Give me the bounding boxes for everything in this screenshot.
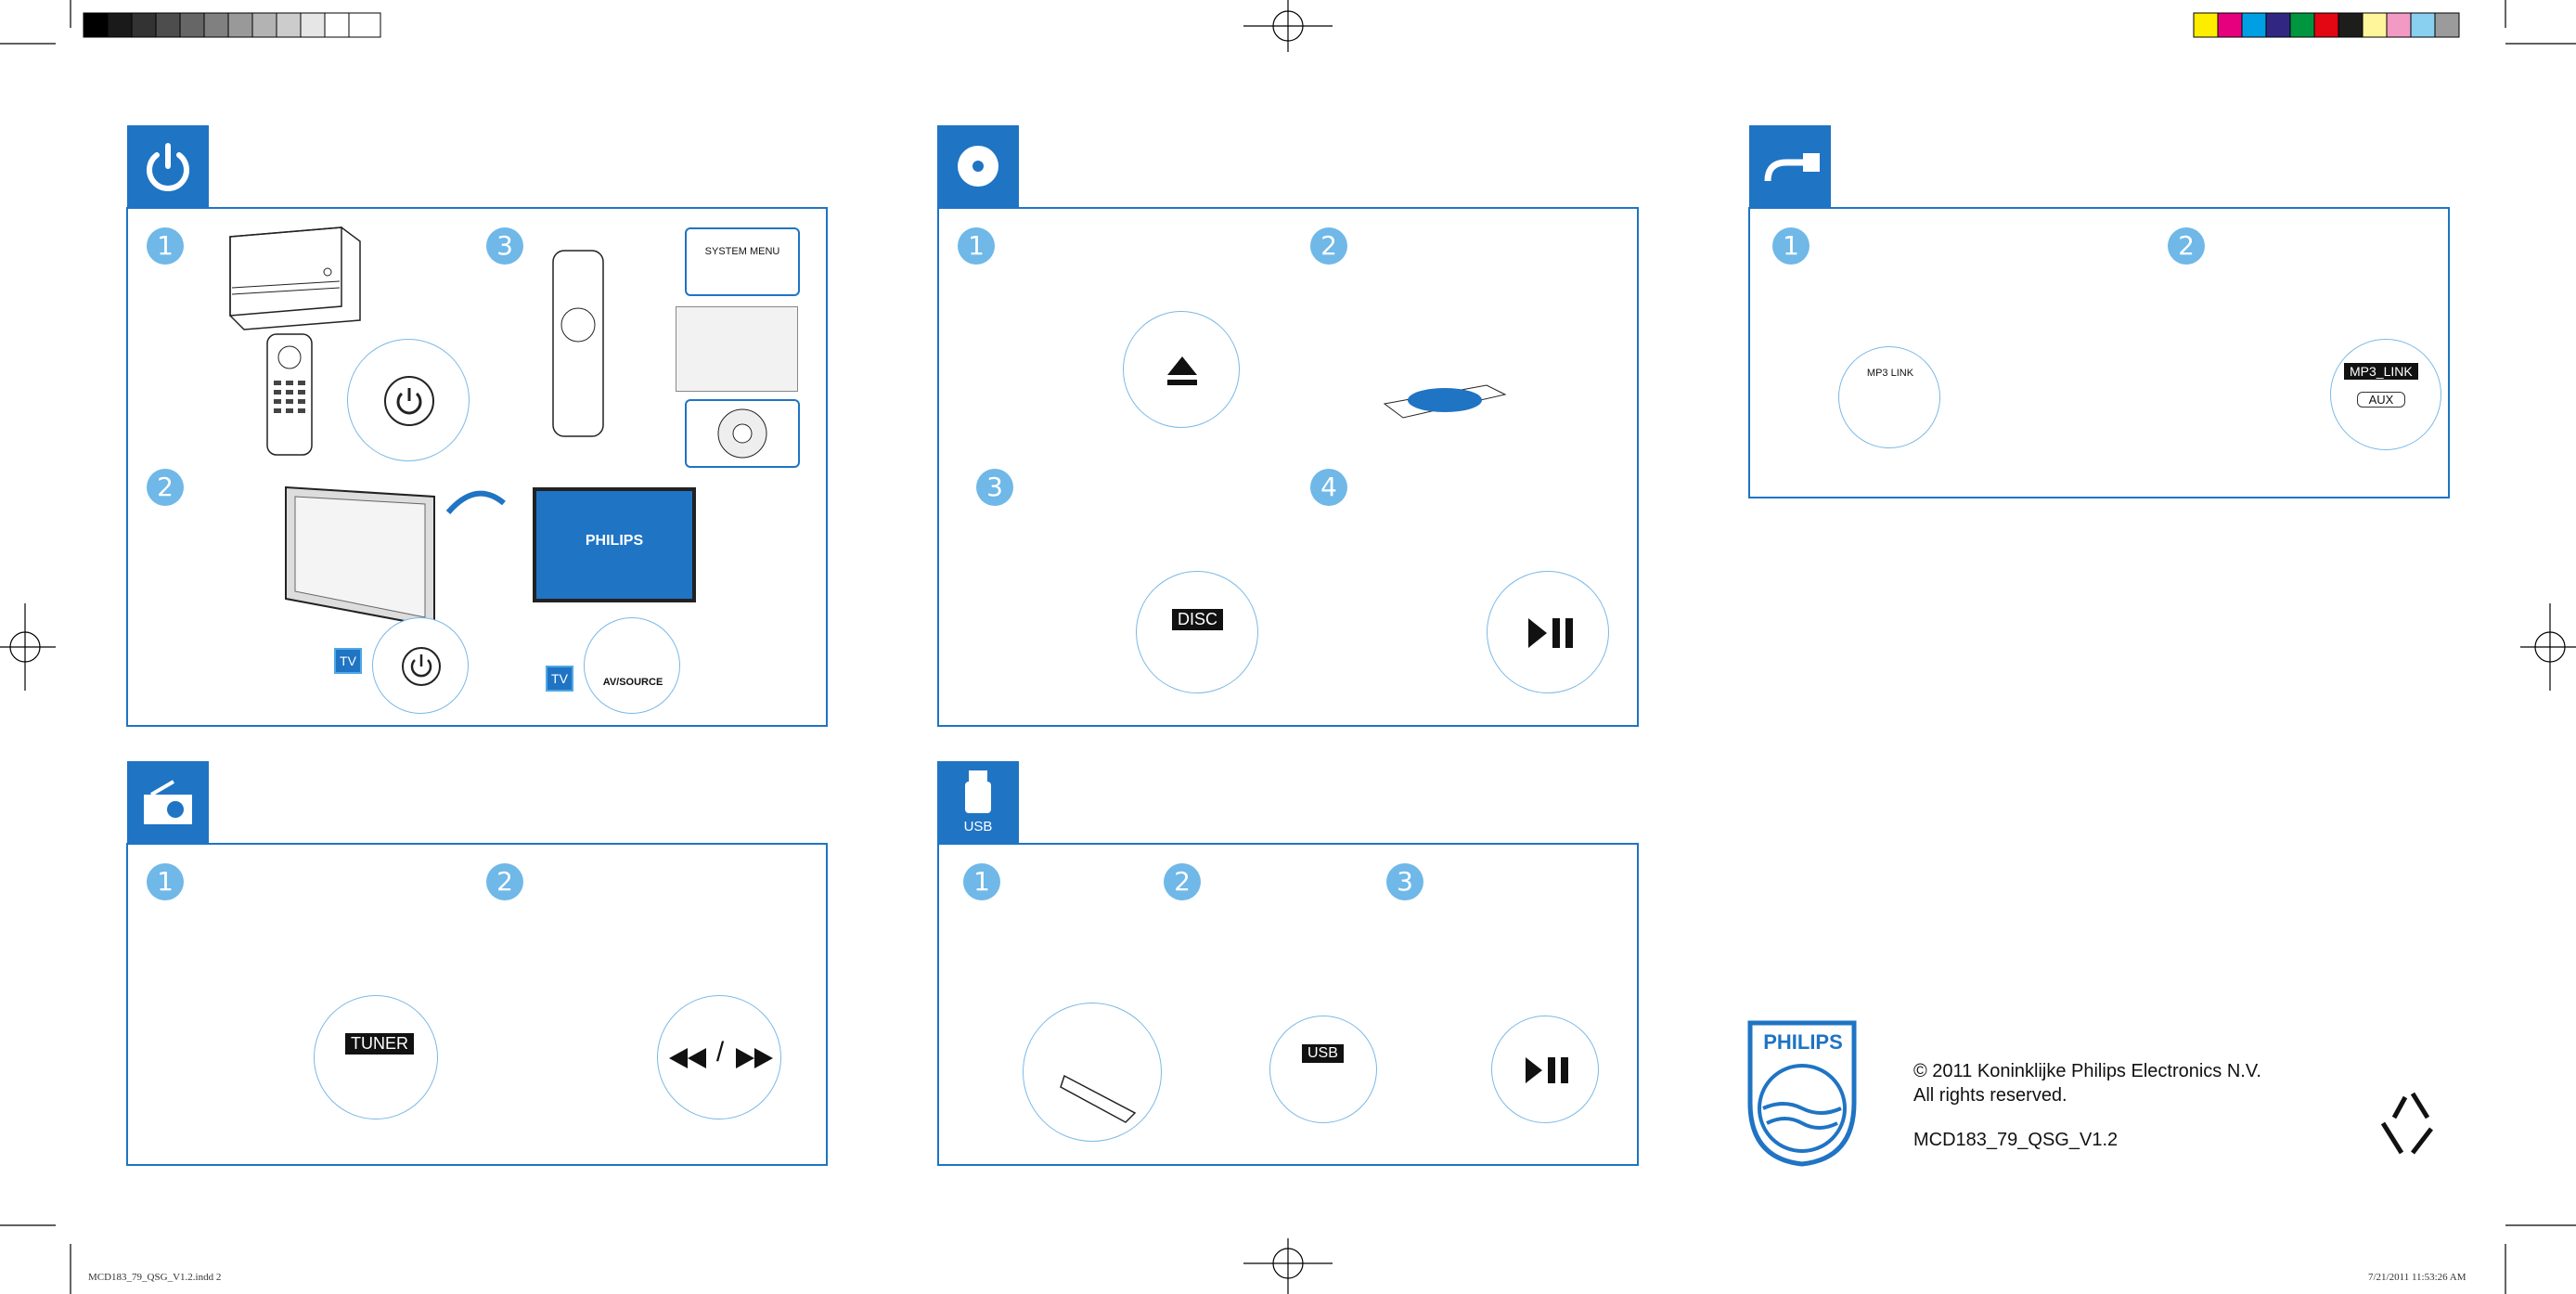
usb-panel: 1 2 3 USB bbox=[937, 843, 1639, 1166]
nav-pad-icon bbox=[717, 408, 767, 459]
philips-logo-text: PHILIPS bbox=[1763, 1030, 1843, 1054]
color-swatch bbox=[2338, 12, 2363, 38]
mp3-link-button-label: MP3_LINK bbox=[2344, 363, 2418, 380]
power-tab bbox=[127, 125, 209, 207]
usb-stick-icon bbox=[965, 770, 991, 813]
step-1-badge: 1 bbox=[963, 863, 1000, 900]
philips-shield-logo bbox=[1747, 1020, 1857, 1167]
tuner-panel: 1 2 TUNER / bbox=[126, 843, 828, 1166]
aux-panel: 1 2 MP3 LINK MP3_LINK AUX bbox=[1748, 207, 2450, 498]
tuner-tab bbox=[127, 761, 209, 843]
color-swatch bbox=[2434, 12, 2460, 38]
tv-off bbox=[285, 485, 435, 628]
disc-callout: DISC bbox=[1136, 571, 1258, 693]
power-button-icon bbox=[384, 376, 434, 426]
step-3-badge: 3 bbox=[976, 469, 1013, 506]
micro-system-unit bbox=[229, 226, 361, 330]
play-pause-icon bbox=[1528, 618, 1573, 648]
power-button-icon bbox=[402, 647, 441, 686]
color-swatch bbox=[2410, 12, 2436, 38]
usb-insert-callout bbox=[1023, 1003, 1162, 1142]
color-swatch bbox=[2193, 12, 2219, 38]
system-menu-label: SYSTEM MENU bbox=[704, 246, 780, 257]
tuner-callout: TUNER bbox=[314, 995, 438, 1119]
tv-menu-screen bbox=[676, 306, 798, 392]
step-2-badge: 2 bbox=[147, 469, 184, 506]
step-1-badge: 1 bbox=[147, 863, 184, 900]
tuner-label: TUNER bbox=[345, 1033, 414, 1055]
play-pause-callout bbox=[1487, 571, 1609, 693]
disc-tab bbox=[937, 125, 1019, 207]
usb-tab: USB bbox=[937, 761, 1019, 843]
step-2-badge: 2 bbox=[486, 863, 523, 900]
mp3-link-port-label: MP3 LINK bbox=[1866, 368, 1914, 379]
power-panel: 1 2 3 SYSTEM MENU bbox=[126, 207, 828, 727]
eject-callout bbox=[1123, 311, 1240, 428]
tv-on-screen: PHILIPS bbox=[533, 487, 696, 602]
tv-badge: TV bbox=[334, 648, 362, 674]
step-4-badge: 4 bbox=[1310, 469, 1347, 506]
cable-icon bbox=[1764, 153, 1820, 182]
skip-callout: / bbox=[657, 995, 781, 1119]
skip-separator: / bbox=[715, 1037, 725, 1068]
play-pause-callout bbox=[1491, 1016, 1599, 1123]
color-swatch bbox=[2241, 12, 2267, 38]
eject-icon bbox=[1167, 356, 1197, 385]
color-swatch bbox=[2362, 12, 2388, 38]
disc-icon bbox=[958, 146, 998, 187]
mp3-link-port-callout: MP3 LINK bbox=[1838, 346, 1940, 448]
step-3-badge: 3 bbox=[1386, 863, 1423, 900]
system-menu-box: SYSTEM MENU bbox=[685, 227, 800, 296]
radio-icon bbox=[144, 780, 192, 824]
disc-label: DISC bbox=[1172, 609, 1224, 630]
power-button-callout bbox=[347, 339, 470, 461]
av-source-callout: AV/SOURCE bbox=[584, 617, 680, 714]
tv-power-callout bbox=[372, 617, 469, 714]
color-swatch bbox=[2217, 12, 2243, 38]
step-2-badge: 2 bbox=[1310, 227, 1347, 265]
slug-filename: MCD183_79_QSG_V1.2.indd 2 bbox=[88, 1272, 222, 1283]
mp3-link-tab bbox=[1749, 125, 1831, 207]
arrow-icon bbox=[445, 490, 506, 514]
usb-drive-icon bbox=[1060, 1074, 1137, 1123]
navigation-pad-box bbox=[685, 399, 800, 468]
step-2-badge: 2 bbox=[2168, 227, 2205, 265]
step-1-badge: 1 bbox=[1772, 227, 1810, 265]
remote-control bbox=[266, 333, 313, 456]
color-swatch bbox=[2386, 12, 2412, 38]
av-source-label: AV/SOURCE bbox=[602, 677, 663, 688]
disc-tray-icon bbox=[1383, 384, 1507, 419]
color-swatch bbox=[2289, 12, 2315, 38]
aux-callout: MP3_LINK AUX bbox=[2330, 339, 2441, 450]
usb-tab-label: USB bbox=[963, 819, 993, 835]
copyright-line-1: © 2011 Koninklijke Philips Electronics N… bbox=[1913, 1061, 2261, 1081]
aux-button-label: AUX bbox=[2357, 392, 2405, 408]
step-1-badge: 1 bbox=[147, 227, 184, 265]
step-1-badge: 1 bbox=[958, 227, 995, 265]
previous-next-icon bbox=[669, 1048, 773, 1068]
tv-badge: TV bbox=[546, 666, 573, 692]
tv-brand-label: PHILIPS bbox=[585, 533, 644, 549]
usb-label: USB bbox=[1302, 1044, 1344, 1063]
remote-control bbox=[552, 250, 604, 437]
disc-panel: 1 2 3 4 DISC bbox=[937, 207, 1639, 727]
color-swatch bbox=[2265, 12, 2291, 38]
usb-callout: USB bbox=[1269, 1016, 1377, 1123]
slug-timestamp: 7/21/2011 11:53:26 AM bbox=[2368, 1272, 2467, 1283]
color-swatch bbox=[2313, 12, 2339, 38]
step-2-badge: 2 bbox=[1164, 863, 1201, 900]
play-pause-icon bbox=[1526, 1057, 1568, 1083]
step-3-badge: 3 bbox=[486, 227, 523, 265]
power-icon bbox=[147, 143, 189, 191]
copyright-line-2: All rights reserved. bbox=[1913, 1085, 2067, 1106]
document-code: MCD183_79_QSG_V1.2 bbox=[1913, 1130, 2119, 1150]
recycle-icon bbox=[2380, 1092, 2433, 1155]
